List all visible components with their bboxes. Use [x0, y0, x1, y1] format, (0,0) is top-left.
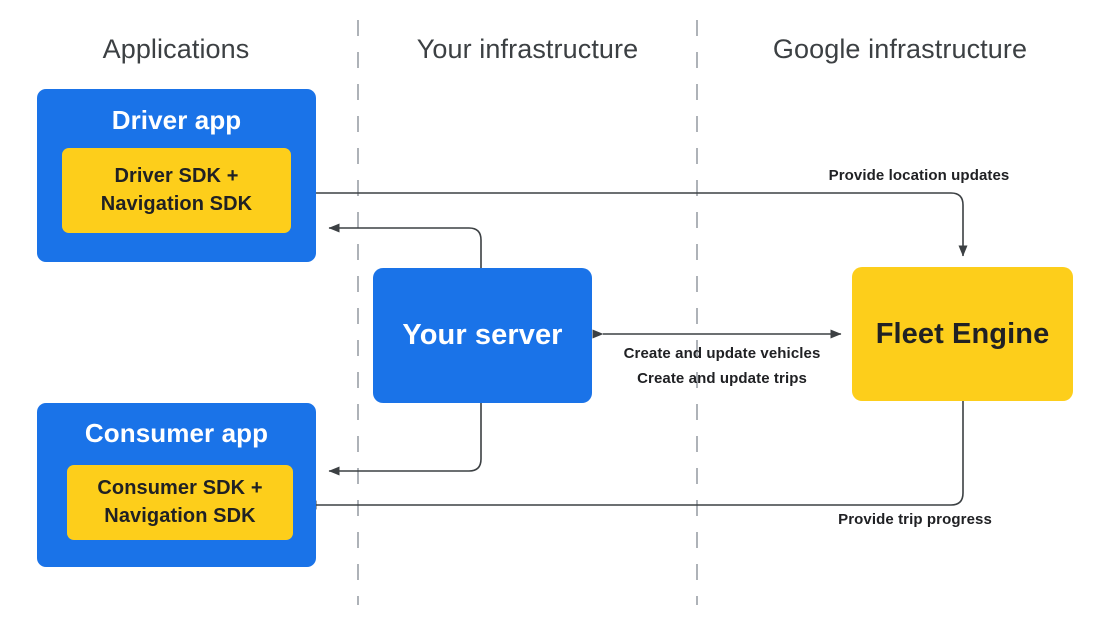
driver-app-title: Driver app: [111, 105, 242, 135]
zone-title-applications: Applications: [102, 34, 250, 64]
consumer-app-title: Consumer app: [84, 418, 269, 448]
connector-driver-sdk-to-fleet-engine: [291, 192, 968, 257]
driver-sdk-box[interactable]: Driver SDK + Navigation SDK: [62, 148, 291, 233]
fleet-engine-label: Fleet Engine: [875, 317, 1050, 350]
your-server-label: Your server: [402, 319, 563, 351]
zone-title-google-infrastructure: Google infrastructure: [772, 34, 1028, 64]
label-provide-trip-progress: Provide trip progress: [838, 511, 992, 528]
consumer-app-box[interactable]: Consumer app Consumer SDK + Navigation S…: [37, 403, 316, 567]
label-create-and-update-trips: Create and update trips: [637, 370, 807, 387]
label-create-and-update-vehicles: Create and update vehicles: [623, 345, 821, 362]
connector-fleet-engine-to-consumer-sdk: [305, 401, 964, 510]
fleet-engine-box[interactable]: Fleet Engine: [852, 267, 1073, 401]
connector-your-server-to-consumer-app: [328, 403, 482, 476]
your-server-box[interactable]: Your server: [373, 268, 592, 403]
consumer-sdk-box[interactable]: Consumer SDK + Navigation SDK: [67, 465, 293, 540]
driver-sdk-label: Driver SDK + Navigation SDK: [100, 164, 253, 215]
consumer-sdk-label: Consumer SDK + Navigation SDK: [97, 476, 263, 527]
label-provide-location-updates: Provide location updates: [828, 167, 1010, 184]
zone-title-your-infrastructure: Your infrastructure: [416, 34, 639, 64]
driver-app-box[interactable]: Driver app Driver SDK + Navigation SDK: [37, 89, 316, 262]
connector-your-server-to-driver-app: [328, 223, 482, 268]
